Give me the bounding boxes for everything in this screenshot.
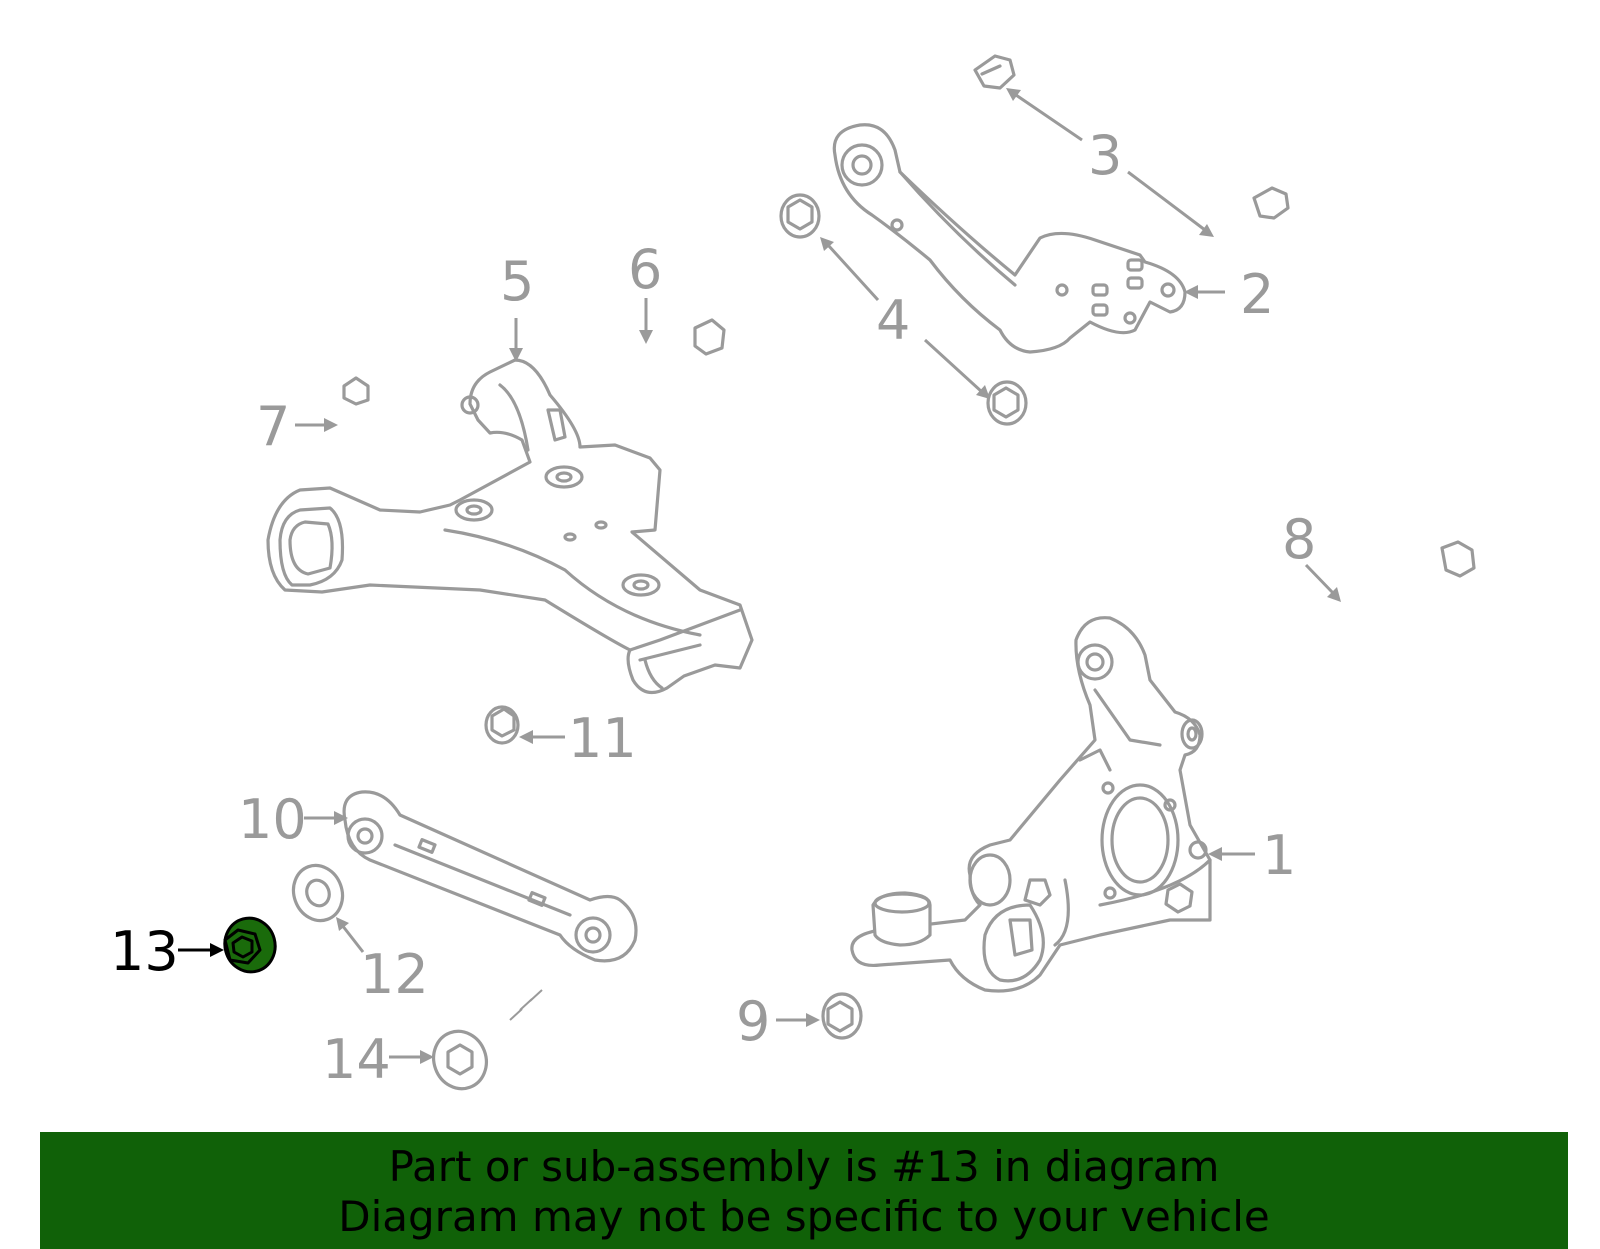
- part-5-lower-control-arm: [266, 358, 754, 695]
- part-12-washer: [291, 863, 345, 923]
- callout-8: 8: [1282, 508, 1316, 571]
- part-4-lower-nut: [986, 380, 1028, 426]
- callout-numbers: 1 2 3 4 5 6 7 8 9 10 11 12 13 14: [110, 124, 1316, 1091]
- info-banner: Part or sub-assembly is #13 in diagram D…: [40, 1132, 1568, 1249]
- callout-10: 10: [238, 788, 307, 851]
- part-14-cam-bolt: [432, 978, 555, 1091]
- callout-9: 9: [736, 990, 770, 1053]
- callout-leaders: [178, 88, 1341, 1064]
- part-2-upper-control-arm: [832, 123, 1187, 354]
- part-13-highlighted-nut: [223, 916, 277, 974]
- part-7-bolt: [329, 376, 370, 472]
- callout-12: 12: [360, 943, 429, 1006]
- part-6-bolt: [575, 318, 726, 379]
- part-8-long-bolt: [1205, 540, 1476, 671]
- banner-line-disclaimer: Diagram may not be specific to your vehi…: [338, 1192, 1270, 1241]
- part-11-bolt: [427, 705, 520, 787]
- callout-1: 1: [1262, 824, 1296, 887]
- callout-2: 2: [1240, 263, 1274, 326]
- part-4-upper-nut: [779, 193, 821, 239]
- part-3-lower-bolt: [1200, 186, 1290, 254]
- callout-14: 14: [322, 1028, 391, 1091]
- part-3-upper-bolt: [929, 54, 1016, 120]
- banner-line-part: Part or sub-assembly is #13 in diagram: [388, 1142, 1220, 1191]
- callout-3: 3: [1088, 124, 1122, 187]
- callout-6: 6: [628, 238, 662, 301]
- callout-11: 11: [568, 707, 637, 770]
- callout-13: 13: [110, 920, 179, 983]
- part-10-link: [342, 790, 638, 963]
- callout-7: 7: [256, 395, 290, 458]
- part-1-knuckle: [850, 616, 1212, 993]
- callout-5: 5: [500, 250, 534, 313]
- part-9-nut: [821, 992, 863, 1040]
- callout-4: 4: [876, 289, 910, 352]
